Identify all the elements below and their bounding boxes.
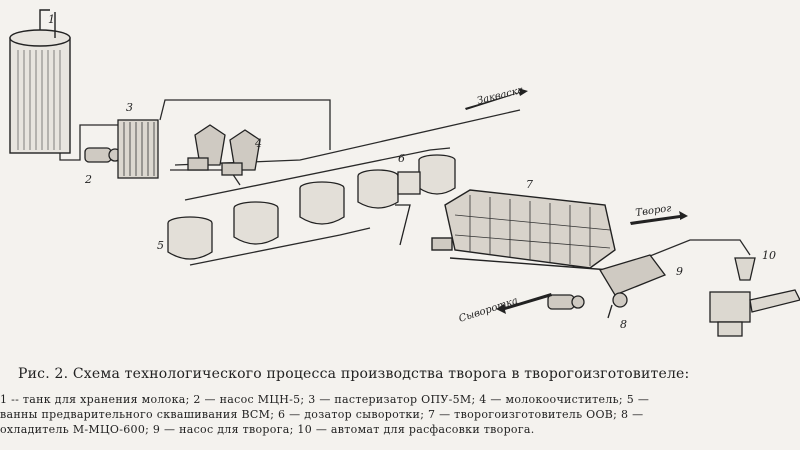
packaging-machine [709,257,800,337]
pasteurizer [117,119,159,179]
item-number-4: 4 [254,137,262,150]
whey-label: Сыворотка [458,295,520,324]
item-number-9: 9 [676,265,683,278]
pipeline-starter [174,109,521,166]
caption-title: Рис. 2. Схема технологического процесса … [18,366,690,382]
item-number-3: 3 [126,101,133,114]
milk-pump [84,147,122,163]
caption-legend: 1 -- танк для хранения молока; 2 — насос… [0,392,800,437]
pipeline-cooler [639,239,751,261]
starter-label: Закваска [476,85,525,107]
item-number-2: 2 [84,173,92,186]
starter-arrow [465,88,528,110]
fermentation-vats [167,169,399,260]
milk-clarifiers [187,124,261,176]
item-number-6: 6 [398,152,405,165]
process-diagram: Закваска Творог Сыворотка 1 2 3 4 5 6 7 … [9,9,800,337]
legend-line-3: охладитель М-МЦО-600; 9 — насос для твор… [0,423,535,436]
item-number-8: 8 [620,318,627,331]
item-number-10: 10 [762,249,776,262]
cooler [599,254,667,319]
legend-line-2: ванны предварительного сквашивания ВСМ; … [0,408,644,421]
pipeline-milk [59,124,120,161]
pipeline-tanks [184,147,451,201]
milk-storage-tank [9,9,71,154]
cottage-cheese-label: Творог [635,203,672,219]
cottage-cheese-arrow [630,211,688,225]
cheese-pump [547,294,585,310]
pipeline-lower [189,227,371,266]
item-number-7: 7 [526,178,533,191]
item-number-5: 5 [157,239,164,252]
cottage-cheese-maker [431,189,616,271]
pipeline-pasteurizer-top [159,99,331,150]
whey-arrow [496,293,552,314]
legend-line-1: 1 -- танк для хранения молока; 2 — насос… [0,393,650,406]
item-number-1: 1 [48,13,55,26]
whey-doser [395,154,456,246]
